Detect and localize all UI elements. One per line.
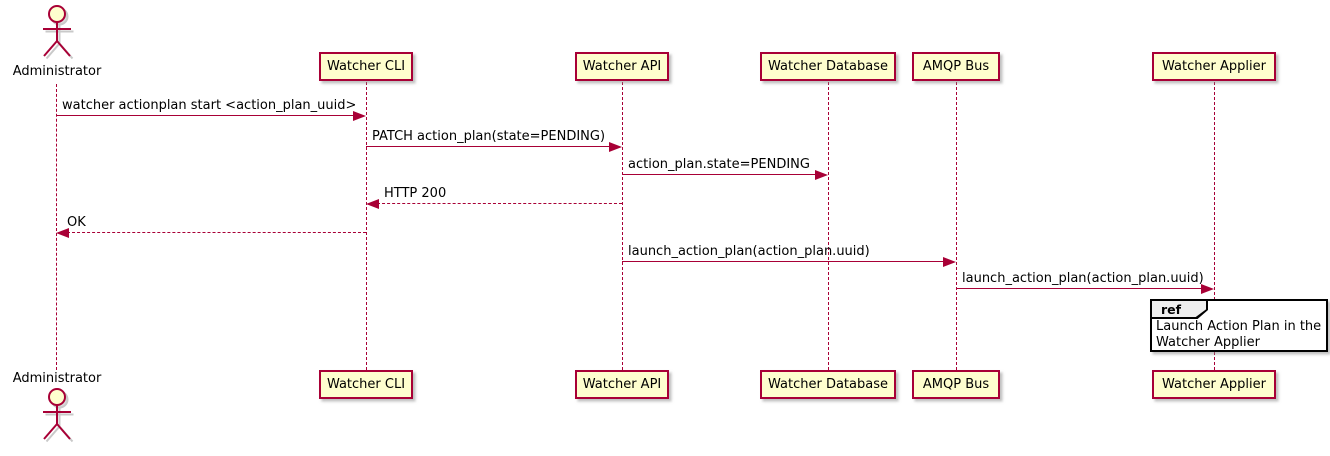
participant-watcher-api-top: Watcher API [575,52,669,81]
message-line [622,174,818,175]
participant-label: Watcher Applier [1162,377,1266,392]
lifeline-administrator [56,84,57,370]
lifeline-watcher-database [828,82,829,370]
actor-administrator-top [22,3,92,63]
participant-label: AMQP Bus [922,377,990,392]
participant-amqp-bus-bottom: AMQP Bus [912,370,1000,399]
message-line [366,146,612,147]
participant-label: Watcher CLI [326,377,406,392]
arrowhead-right-icon [943,257,956,267]
participant-amqp-bus-top: AMQP Bus [912,52,1000,81]
message-label: watcher actionplan start <action_plan_uu… [62,98,357,113]
participant-label: Watcher Applier [1162,59,1266,74]
participant-label: Watcher Database [768,377,888,392]
arrowhead-right-icon [609,142,622,152]
participant-label: Watcher CLI [326,59,406,74]
participant-watcher-cli-top: Watcher CLI [319,52,413,81]
arrowhead-left-icon [56,228,69,238]
participant-label: Watcher API [582,377,662,392]
ref-text-line-2: Watcher Applier [1156,335,1260,350]
message-line [956,288,1204,289]
message-line [377,203,622,204]
arrowhead-right-icon [815,170,828,180]
arrowhead-left-icon [366,199,379,209]
message-label: HTTP 200 [384,186,447,201]
message-label: launch_action_plan(action_plan.uuid) [962,271,1204,286]
lifeline-watcher-applier [1214,82,1215,370]
arrowhead-right-icon [353,111,366,121]
message-line [67,232,366,233]
participant-watcher-database-bottom: Watcher Database [760,370,896,399]
message-line [622,261,946,262]
ref-text-line-1: Launch Action Plan in the [1156,319,1322,334]
message-label: launch_action_plan(action_plan.uuid) [628,244,870,259]
participant-label: Watcher API [582,59,662,74]
ref-fragment: ref Launch Action Plan in the Watcher Ap… [1150,299,1328,352]
message-line [56,115,356,116]
actor-label: Administrator [12,371,102,386]
participant-watcher-database-top: Watcher Database [760,52,896,81]
participant-watcher-applier-bottom: Watcher Applier [1152,370,1276,399]
lifeline-watcher-api [622,82,623,370]
message-label: OK [67,215,86,230]
participant-watcher-cli-bottom: Watcher CLI [319,370,413,399]
ref-keyword: ref [1152,301,1206,317]
message-label: PATCH action_plan(state=PENDING) [372,129,606,144]
participant-watcher-api-bottom: Watcher API [575,370,669,399]
arrowhead-right-icon [1201,284,1214,294]
actor-icon [43,5,74,60]
actor-icon [43,388,74,443]
actor-label: Administrator [12,64,102,79]
participant-watcher-applier-top: Watcher Applier [1152,52,1276,81]
actor-administrator-bottom [22,386,92,446]
participant-label: AMQP Bus [922,59,990,74]
participant-label: Watcher Database [768,59,888,74]
lifeline-watcher-cli [366,82,367,370]
ref-text: Launch Action Plan in the Watcher Applie… [1156,319,1321,351]
message-label: action_plan.state=PENDING [628,157,810,172]
lifeline-amqp-bus [956,82,957,370]
